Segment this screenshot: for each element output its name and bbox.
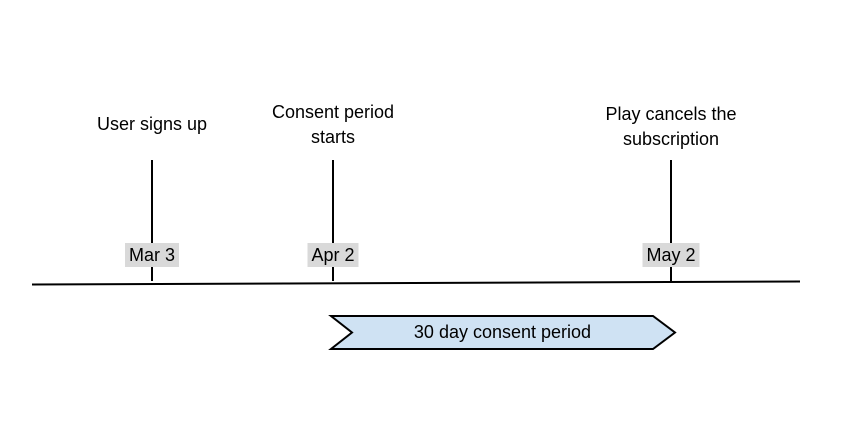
date-chip-apr-2: Apr 2 [307, 243, 359, 267]
timeline-baseline [31, 280, 801, 286]
event-tick-line [151, 160, 153, 281]
date-chip-mar-3: Mar 3 [124, 243, 180, 267]
consent-ribbon-label: 30 day consent period [413, 322, 592, 342]
event-label-play-cancels-subscription: Play cancels the subscription [605, 104, 737, 149]
event-label-user-signs-up: User signs up [96, 114, 208, 134]
event-tick-line [332, 160, 334, 281]
event-label-consent-period-starts: Consent period starts [271, 102, 395, 147]
consent-ribbon-shape [328, 315, 677, 350]
date-chip-may-2: May 2 [642, 243, 700, 267]
event-tick-line [670, 160, 672, 281]
